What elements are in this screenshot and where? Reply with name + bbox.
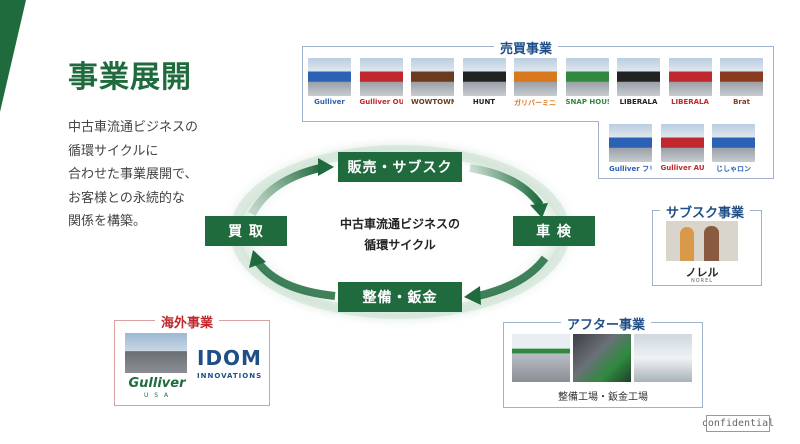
norel-sub: NOREL xyxy=(690,278,714,284)
shop-tile: Gulliver xyxy=(308,58,351,110)
description-line: 循環サイクルに xyxy=(68,143,159,159)
shop-tile: Gulliver フリマ xyxy=(609,124,652,176)
shop-photo xyxy=(411,58,454,96)
description-line: 合わせた事業展開で、 xyxy=(68,167,198,182)
after-business-label: アフター事業 xyxy=(561,314,652,333)
arrow-repair-to-buy xyxy=(254,259,336,300)
shop-logo: Gulliver フリマ xyxy=(609,165,652,173)
shop-logo: LIBERALA xyxy=(619,98,658,106)
shop-tile: Gulliver OUTLET xyxy=(359,58,403,110)
arrow-sales-to-inspection xyxy=(469,164,544,208)
gulliver-usa-sub: U S A xyxy=(143,392,171,399)
shop-photo xyxy=(720,58,763,96)
shop-logo: WOWTOWN xyxy=(411,98,454,106)
garage-photo-1 xyxy=(512,334,570,382)
description-line: 中古車流通ビジネスの xyxy=(68,120,199,135)
sales-business-label: 売買事業 xyxy=(494,38,559,57)
idom-sub: INNOVATIONS xyxy=(197,372,263,380)
arrow-inspection-to-repair xyxy=(477,255,549,300)
shop-tile: WOWTOWN xyxy=(411,58,454,110)
shop-logo: Gulliver xyxy=(314,98,345,106)
overseas-label: 海外事業 xyxy=(155,312,220,331)
shop-logo: ガリバーミニクル xyxy=(514,99,557,107)
arrow-head xyxy=(530,203,548,218)
shop-tile: Gulliver AUTO xyxy=(660,124,704,176)
shop-logo: Gulliver AUTO xyxy=(660,164,704,172)
arrow-head xyxy=(249,250,266,268)
shop-photo xyxy=(668,58,712,96)
shop-photo xyxy=(609,124,652,162)
shop-photo xyxy=(308,58,351,96)
shop-photo xyxy=(617,58,660,96)
shop-logo: HUNT xyxy=(472,98,496,106)
shop-photo xyxy=(660,124,704,162)
idom-logo: IDOM xyxy=(197,346,262,370)
arrow-buy-to-sales xyxy=(248,164,321,216)
arrow-head xyxy=(464,286,481,305)
subscription-photo xyxy=(666,221,738,261)
garage-photo-2 xyxy=(573,334,631,382)
person-shape xyxy=(704,226,719,261)
subscription-label: サブスク事業 xyxy=(660,202,751,221)
description-line: お客様との永続的な xyxy=(68,190,185,206)
shop-photo xyxy=(565,58,609,96)
page-title: 事業展開 xyxy=(68,60,192,95)
gulliver-usa-logo: Gulliver xyxy=(128,376,186,391)
shop-photo xyxy=(462,58,506,96)
shop-tile: ガリバーミニクル xyxy=(514,58,557,110)
cycle-node-sales: 販売・サブスク xyxy=(338,152,462,182)
garage-photo-3 xyxy=(634,334,692,382)
shop-logo: Brat xyxy=(733,98,750,106)
usa-store-photo xyxy=(125,333,187,373)
page-description: 中古車流通ビジネスの 循環サイクルに 合わせた事業展開で、 お客様との永続的な … xyxy=(68,116,258,234)
shop-tile: SNAP HOUSE xyxy=(565,58,609,110)
cycle-center-text: 中古車流通ビジネスの 循環サイクル xyxy=(320,214,480,256)
shop-tile: じしゃロン xyxy=(712,124,755,176)
center-line: 中古車流通ビジネスの xyxy=(339,217,460,231)
shop-logo: Gulliver OUTLET xyxy=(359,98,403,106)
shop-tile: LIBERALA xyxy=(668,58,712,110)
shop-logo: LIBERALA xyxy=(671,98,709,106)
corner-accent-stripe xyxy=(0,0,26,112)
cycle-node-repair: 整備・鈑金 xyxy=(338,282,462,312)
confidential-badge: confidential xyxy=(702,415,774,432)
shop-tile: Brat xyxy=(720,58,763,110)
shop-logo: SNAP HOUSE xyxy=(565,98,609,106)
arrow-head xyxy=(318,158,334,176)
shop-logo: じしゃロン xyxy=(716,165,751,173)
person-shape xyxy=(680,227,694,261)
cycle-node-inspection: 車 検 xyxy=(513,216,595,246)
description-line: 関係を構築。 xyxy=(68,214,147,229)
cycle-node-buy: 買 取 xyxy=(205,216,287,246)
center-line: 循環サイクル xyxy=(364,238,436,252)
shop-tile: LIBERALA xyxy=(617,58,660,110)
ring-glow xyxy=(215,134,585,330)
norel-logo: ノレル xyxy=(685,266,719,279)
shop-tile: HUNT xyxy=(462,58,506,110)
shop-photo xyxy=(359,58,403,96)
after-business-caption: 整備工場・鈑金工場 xyxy=(558,392,648,403)
shop-photo xyxy=(712,124,755,162)
shop-photo xyxy=(514,58,557,96)
